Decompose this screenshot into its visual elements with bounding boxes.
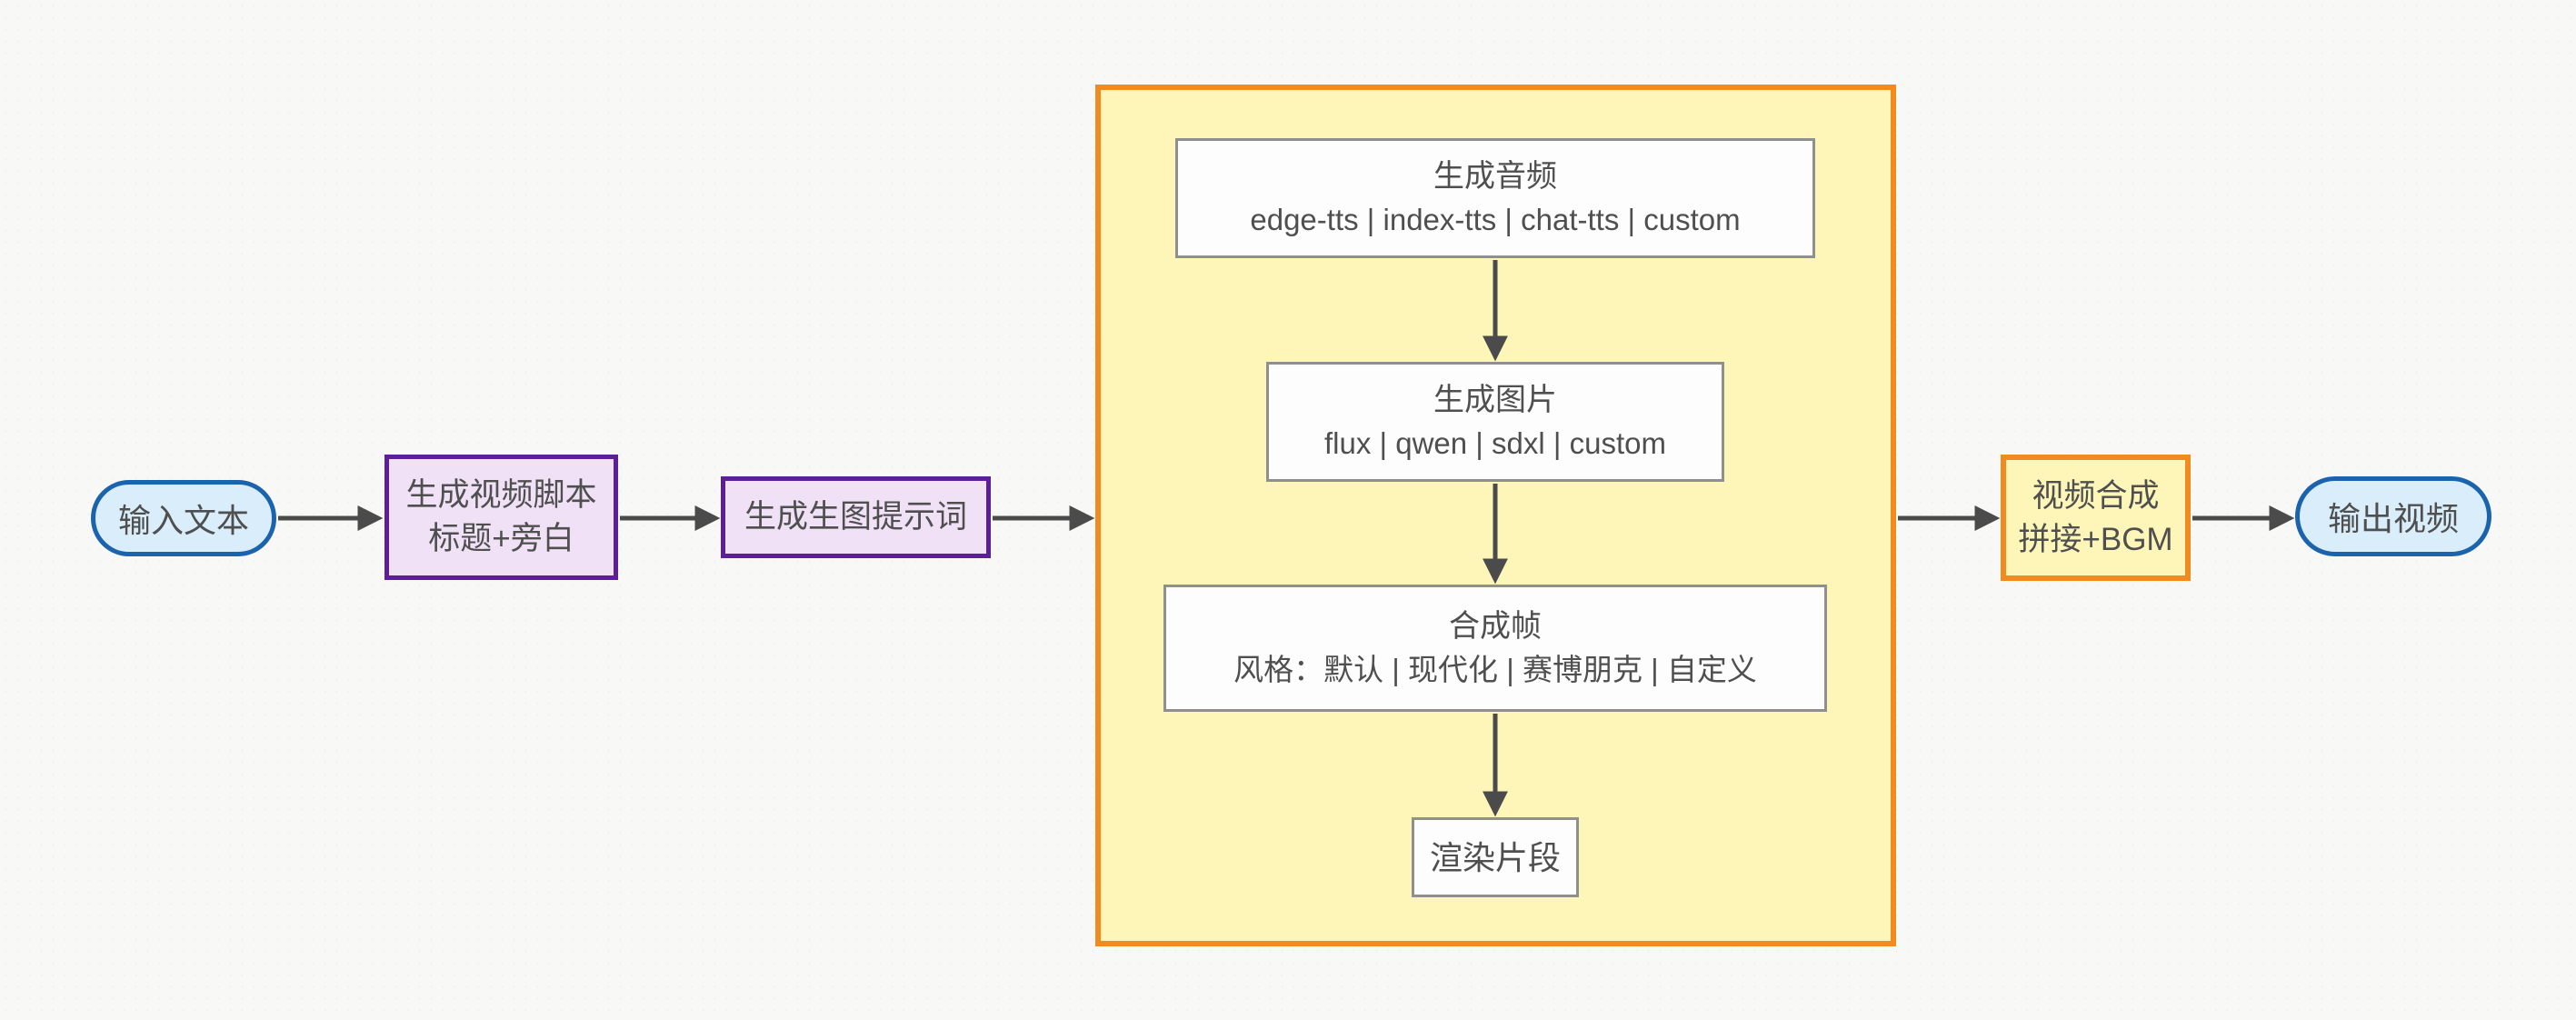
node-label-line2: flux | qwen | sdxl | custom [1323, 426, 1667, 460]
node-label-line2: edge-tts | index-tts | chat-tts | custom [1250, 203, 1741, 236]
node-label-line2: 风格：默认 | 现代化 | 赛博朋克 | 自定义 [1233, 653, 1757, 686]
node-label-line2: 拼接+BGM [2018, 521, 2173, 557]
node-output-video: 输出视频 [2295, 476, 2491, 556]
node-render-clip: 渲染片段 [1412, 817, 1579, 897]
node-generate-script: 生成视频脚本 标题+旁白 [384, 455, 618, 580]
node-label: 输出视频 [2327, 500, 2459, 537]
node-label: 输入文本 [117, 502, 249, 539]
node-generate-audio: 生成音频 edge-tts | index-tts | chat-tts | c… [1175, 138, 1815, 258]
node-label-line1: 视频合成 [2032, 477, 2160, 514]
node-video-compose: 视频合成 拼接+BGM [2001, 455, 2191, 581]
node-label-line1: 生成图片 [1433, 383, 1557, 417]
node-label-line2: 标题+旁白 [428, 521, 574, 556]
node-label-line1: 合成帧 [1449, 609, 1542, 644]
node-label: 渲染片段 [1429, 838, 1561, 876]
node-input-text: 输入文本 [91, 480, 276, 556]
node-generate-images: 生成图片 flux | qwen | sdxl | custom [1266, 362, 1724, 482]
node-generate-image-prompt: 生成生图提示词 [721, 476, 991, 558]
node-compose-frames: 合成帧 风格：默认 | 现代化 | 赛博朋克 | 自定义 [1163, 585, 1827, 712]
node-label: 生成生图提示词 [744, 499, 967, 535]
node-label-line1: 生成视频脚本 [405, 477, 597, 513]
node-label-line1: 生成音频 [1433, 159, 1557, 194]
